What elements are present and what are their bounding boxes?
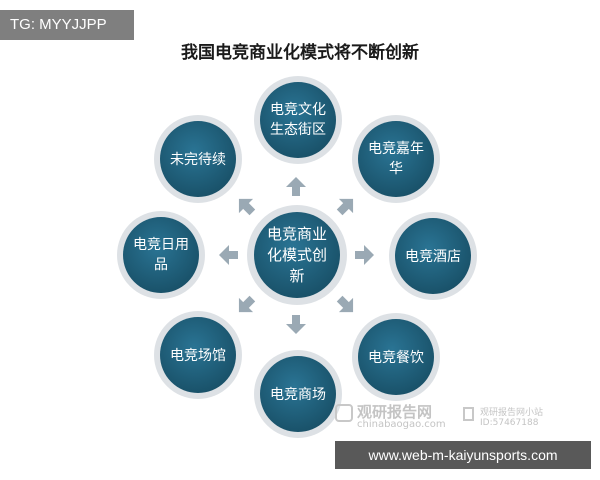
node-tbc: 未完待续 — [154, 115, 242, 203]
watermark-brand: 观研报告网小站 — [480, 408, 544, 418]
node-culture-district-line1: 电竞文化 — [270, 101, 326, 118]
arrow-icon — [286, 315, 306, 334]
watermark-id: ID:57467188 — [480, 418, 539, 428]
node-catering: 电竞餐饮 — [352, 313, 440, 401]
node-carnival: 电竞嘉年 华 — [352, 115, 440, 203]
url-banner-link[interactable]: www.web-m-kaiyunsports.com — [335, 441, 591, 469]
node-venue-line1: 电竞场馆 — [170, 347, 226, 364]
watermark-url: chinabaogao.com — [357, 419, 446, 430]
tg-badge: TG: MYYJJPP — [0, 10, 134, 40]
node-hotel: 电竞酒店 — [389, 212, 477, 300]
node-daily-goods-line2: 品 — [154, 257, 168, 273]
node-culture-district: 电竞文化 生态街区 — [254, 76, 342, 164]
watermark-logo-icon — [335, 404, 353, 422]
center-node: 电竞商业 化模式创 新 — [247, 205, 347, 305]
node-carnival-line1: 电竞嘉年 — [368, 140, 424, 157]
node-daily-goods-line1: 电竞日用 — [133, 236, 189, 253]
arrow-icon — [238, 198, 256, 216]
center-label-line3: 新 — [289, 267, 304, 285]
watermark-logo-text: 观研报告网 — [357, 403, 433, 421]
arrow-icon — [336, 295, 354, 313]
arrow-icon — [238, 295, 256, 313]
node-catering-line1: 电竞餐饮 — [368, 349, 424, 366]
arrow-icon — [286, 177, 306, 196]
node-culture-district-line2: 生态街区 — [270, 122, 326, 138]
arrows — [219, 177, 374, 334]
diagram-title: 我国电竞商业化模式将不断创新 — [181, 43, 419, 63]
node-tbc-line1: 未完待续 — [170, 151, 226, 168]
watermark-brand-icon — [463, 407, 474, 421]
node-venue: 电竞场馆 — [154, 311, 242, 399]
center-label-line1: 电竞商业 — [267, 225, 327, 243]
node-daily-goods: 电竞日用 品 — [117, 211, 205, 299]
arrow-icon — [219, 245, 238, 265]
arrow-icon — [336, 198, 354, 216]
arrow-icon — [355, 245, 374, 265]
node-hotel-line1: 电竞酒店 — [405, 248, 461, 265]
node-carnival-line2: 华 — [389, 161, 403, 177]
node-mall-line1: 电竞商场 — [270, 386, 326, 403]
node-mall: 电竞商场 — [254, 350, 342, 438]
center-label-line2: 化模式创 — [267, 246, 327, 264]
